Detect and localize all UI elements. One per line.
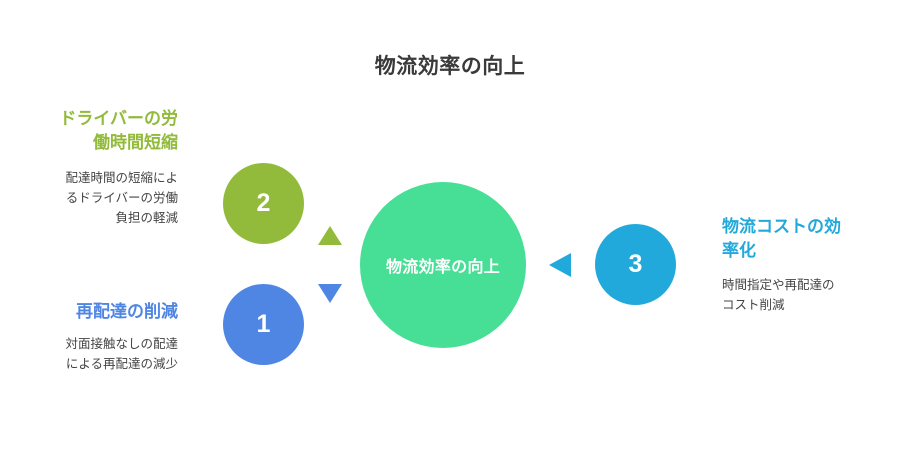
item-2-heading-line-2: 働時間短縮	[93, 133, 178, 153]
item-3-heading-line-1: 物流コストの効	[722, 217, 841, 237]
item-2-heading: ドライバーの労 働時間短縮	[8, 107, 178, 155]
item-3-number: 3	[628, 250, 643, 278]
diagram-title: 物流効率の向上	[374, 54, 526, 78]
center-circle: 物流効率の向上	[360, 182, 526, 348]
item-2-number: 2	[256, 189, 271, 217]
item-3-description-line-2: コスト削減	[722, 297, 785, 312]
item-3-heading: 物流コストの効 率化	[722, 215, 882, 263]
item-2-description-line-1: 配達時間の短縮によ	[65, 170, 178, 185]
item-3-heading-line-2: 率化	[722, 241, 756, 261]
item-3-description-line-1: 時間指定や再配達の	[722, 277, 835, 292]
item-1-description: 対面接触なしの配達 による再配達の減少	[8, 334, 178, 374]
item-1-number-circle: 1	[223, 284, 304, 365]
item-3-description: 時間指定や再配達の コスト削減	[722, 275, 882, 315]
item-2-description: 配達時間の短縮によ るドライバーの労働 負担の軽減	[8, 168, 178, 228]
item-3-number-circle: 3	[595, 224, 676, 305]
item-1-description-line-1: 対面接触なしの配達	[65, 336, 178, 351]
item-2-number-circle: 2	[223, 163, 304, 244]
arrow-left-icon	[549, 253, 571, 277]
item-1-description-line-2: による再配達の減少	[65, 356, 178, 371]
item-1-number: 1	[256, 310, 271, 338]
center-label: 物流効率の向上	[385, 257, 501, 276]
item-2-heading-line-1: ドライバーの労	[59, 109, 178, 129]
item-1-heading: 再配達の削減	[76, 302, 178, 322]
item-2-description-line-2: るドライバーの労働	[65, 190, 178, 205]
arrow-up-icon	[318, 226, 342, 245]
item-2-description-line-3: 負担の軽減	[115, 210, 178, 225]
arrow-down-icon	[318, 284, 342, 303]
